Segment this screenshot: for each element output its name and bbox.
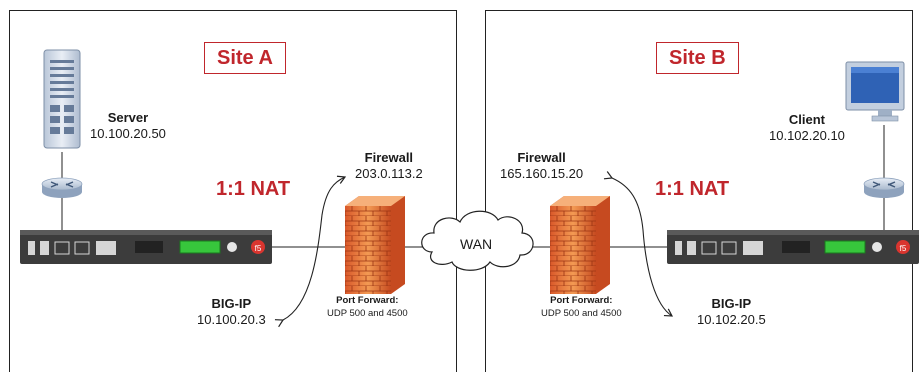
site-b-bigip-ip: 10.102.20.5 — [697, 312, 766, 327]
site-b-port-forward-title: Port Forward: — [550, 295, 613, 306]
site-b-nat-label: 1:1 NAT — [655, 178, 730, 200]
server-name: Server — [107, 110, 149, 125]
bigip-device-icon: f5 — [667, 230, 919, 264]
monitor-icon — [845, 61, 905, 122]
site-a-port-forward-title: Port Forward: — [336, 295, 399, 306]
server-icon — [43, 49, 81, 149]
site-a-frame — [9, 10, 457, 372]
nat-arrows — [274, 171, 674, 328]
site-a-firewall-ip: 203.0.113.2 — [355, 166, 423, 181]
firewall-icon — [550, 196, 610, 294]
network-diagram: f5 f5 — [20, 49, 919, 328]
site-a-title: Site A — [204, 42, 286, 74]
site-a-port-forward: Port Forward: UDP 500 and 4500 — [327, 294, 408, 320]
bigip-device-icon: f5 — [20, 230, 272, 264]
site-b-title: Site B — [656, 42, 739, 74]
client-ip: 10.102.20.10 — [769, 128, 845, 143]
router-icon — [41, 177, 83, 198]
site-a-firewall-label: Firewall 203.0.113.2 — [355, 150, 423, 182]
site-b-frame — [485, 10, 913, 372]
client-label: Client 10.102.20.10 — [769, 112, 845, 144]
svg-text:f5: f5 — [255, 244, 262, 253]
site-b-port-forward: Port Forward: UDP 500 and 4500 — [541, 294, 622, 320]
site-a-nat-label: 1:1 NAT — [216, 178, 291, 200]
site-a-bigip-ip: 10.100.20.3 — [197, 312, 266, 327]
site-b-firewall-ip: 165.160.15.20 — [500, 166, 584, 181]
server-ip: 10.100.20.50 — [90, 126, 166, 141]
site-a-port-forward-detail: UDP 500 and 4500 — [327, 308, 408, 319]
site-b-bigip-name: BIG-IP — [711, 296, 752, 311]
wan-label: WAN — [460, 236, 493, 252]
site-a-bigip-name: BIG-IP — [211, 296, 252, 311]
server-label: Server 10.100.20.50 — [90, 110, 166, 142]
site-a-firewall-name: Firewall — [364, 150, 414, 165]
router-icon — [863, 177, 905, 198]
site-b-port-forward-detail: UDP 500 and 4500 — [541, 308, 622, 319]
client-name: Client — [788, 112, 826, 127]
site-b-bigip-label: BIG-IP 10.102.20.5 — [697, 296, 766, 328]
firewall-icon — [345, 196, 405, 294]
site-b-firewall-name: Firewall — [517, 150, 566, 165]
site-b-firewall-label: Firewall 165.160.15.20 — [500, 150, 583, 182]
site-a-bigip-label: BIG-IP 10.100.20.3 — [197, 296, 266, 328]
svg-text:f5: f5 — [900, 244, 907, 253]
cloud-icon — [421, 210, 534, 271]
